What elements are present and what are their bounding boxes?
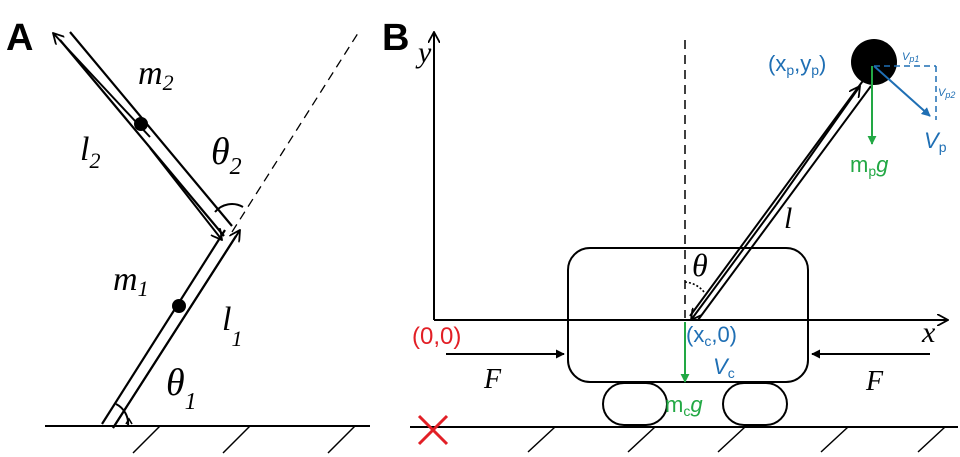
link2-bottom-arrow	[149, 147, 222, 240]
cart-gravity-label: mcg	[665, 392, 703, 419]
cart-position-label: (xc,0)	[686, 322, 737, 349]
vp1-label: Vp1	[902, 51, 919, 64]
panel-b: B y x	[382, 17, 958, 453]
cart-body	[567, 247, 809, 383]
vp-vector	[873, 65, 931, 117]
link1-extension-dashed	[231, 29, 361, 233]
pole-gravity-label: mpg	[850, 152, 889, 179]
link1-line-left	[101, 229, 226, 425]
link2-line-lower	[59, 39, 225, 237]
cart-wheel-left	[602, 382, 668, 426]
pole-mass	[851, 39, 897, 85]
label-l1: l1	[222, 301, 242, 351]
label-theta2: θ2	[211, 131, 242, 180]
panel-b-label: B	[382, 17, 409, 59]
panel-a: A m2 l2 θ2 m1 l1 θ1	[6, 17, 370, 454]
theta-label: θ	[692, 247, 708, 283]
theta2-arc	[214, 203, 244, 213]
rod-length-label: l	[784, 202, 792, 235]
link1-arrow	[112, 230, 240, 429]
link2-top-arrow	[53, 33, 151, 138]
force-left-label: F	[483, 364, 502, 395]
theta-arc	[684, 281, 705, 293]
mass-m2-dot	[134, 117, 148, 131]
theta1-arc	[115, 403, 130, 427]
cart-wheel-right	[722, 382, 788, 426]
pole-arrow-up	[775, 86, 860, 206]
link2-line-upper	[69, 31, 233, 227]
pole-velocity-label: Vp	[924, 128, 947, 155]
y-axis-label: y	[415, 36, 432, 69]
ground-hatching-b	[527, 426, 946, 453]
label-m2: m2	[138, 55, 174, 95]
pole-line-right	[697, 85, 872, 321]
label-theta1: θ1	[166, 362, 197, 415]
panel-a-label: A	[6, 17, 33, 59]
pole-position-label: (xp,yp)	[768, 51, 826, 78]
x-axis-label: x	[921, 316, 936, 349]
label-l2: l2	[80, 131, 100, 173]
vp2-label: Vp2	[938, 87, 955, 100]
origin-cross-mark	[417, 414, 449, 446]
mass-m1-dot	[172, 299, 186, 313]
pole-line-left	[689, 77, 866, 317]
ground-hatching	[132, 425, 356, 454]
pole-arrow-down	[691, 204, 777, 320]
cart-velocity-label: Vc	[713, 354, 735, 381]
label-m1: m1	[113, 261, 149, 301]
force-right-label: F	[865, 366, 884, 397]
theta1-arc-arrowhead	[125, 417, 133, 425]
origin-label: (0,0)	[412, 323, 461, 350]
